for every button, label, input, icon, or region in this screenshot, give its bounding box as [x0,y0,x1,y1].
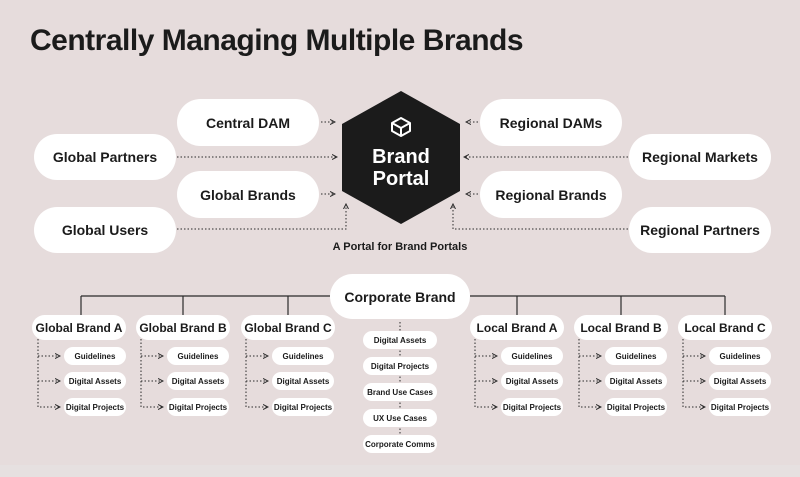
brand-item: Digital Assets [709,372,771,390]
brand-item: Digital Projects [709,398,771,416]
brand-node: Local Brand B [574,315,668,340]
brand-node: Local Brand C [678,315,772,340]
regional-brands-node: Regional Brands [480,171,622,218]
brand-item: Digital Assets [64,372,126,390]
brand-item: Digital Projects [64,398,126,416]
brand-item: Digital Assets [605,372,667,390]
regional-partners-node: Regional Partners [629,207,771,253]
corporate-item: Digital Projects [363,357,437,375]
brand-node: Global Brand B [136,315,230,340]
brand-node: Global Brand A [32,315,126,340]
brand-node: Global Brand C [241,315,335,340]
brand-item: Guidelines [709,347,771,365]
brand-portal-label: Brand Portal [372,146,430,190]
brand-portal-hexagon [342,91,460,224]
corporate-item: Brand Use Cases [363,383,437,401]
bottom-band [0,465,800,477]
brand-node: Local Brand A [470,315,564,340]
global-brands-node: Global Brands [177,171,319,218]
brand-item: Guidelines [272,347,334,365]
portal-caption: A Portal for Brand Portals [332,241,468,253]
brand-item: Guidelines [605,347,667,365]
brand-item: Digital Assets [501,372,563,390]
brand-item: Guidelines [167,347,229,365]
global-users-node: Global Users [34,207,176,253]
brand-item: Guidelines [64,347,126,365]
central-dam-node: Central DAM [177,99,319,146]
corporate-item: Corporate Comms [363,435,437,453]
regional-dams-node: Regional DAMs [480,99,622,146]
brand-item: Digital Projects [605,398,667,416]
brand-item: Digital Assets [167,372,229,390]
global-partners-node: Global Partners [34,134,176,180]
brand-portal-logo-icon [391,117,411,137]
brand-item: Digital Projects [167,398,229,416]
brand-item: Guidelines [501,347,563,365]
corporate-brand-node: Corporate Brand [330,274,470,319]
brand-item: Digital Projects [272,398,334,416]
page-title: Centrally Managing Multiple Brands [30,24,524,57]
brand-item: Digital Assets [272,372,334,390]
brand-item: Digital Projects [501,398,563,416]
regional-markets-node: Regional Markets [629,134,771,180]
corporate-item: UX Use Cases [363,409,437,427]
corporate-item: Digital Assets [363,331,437,349]
